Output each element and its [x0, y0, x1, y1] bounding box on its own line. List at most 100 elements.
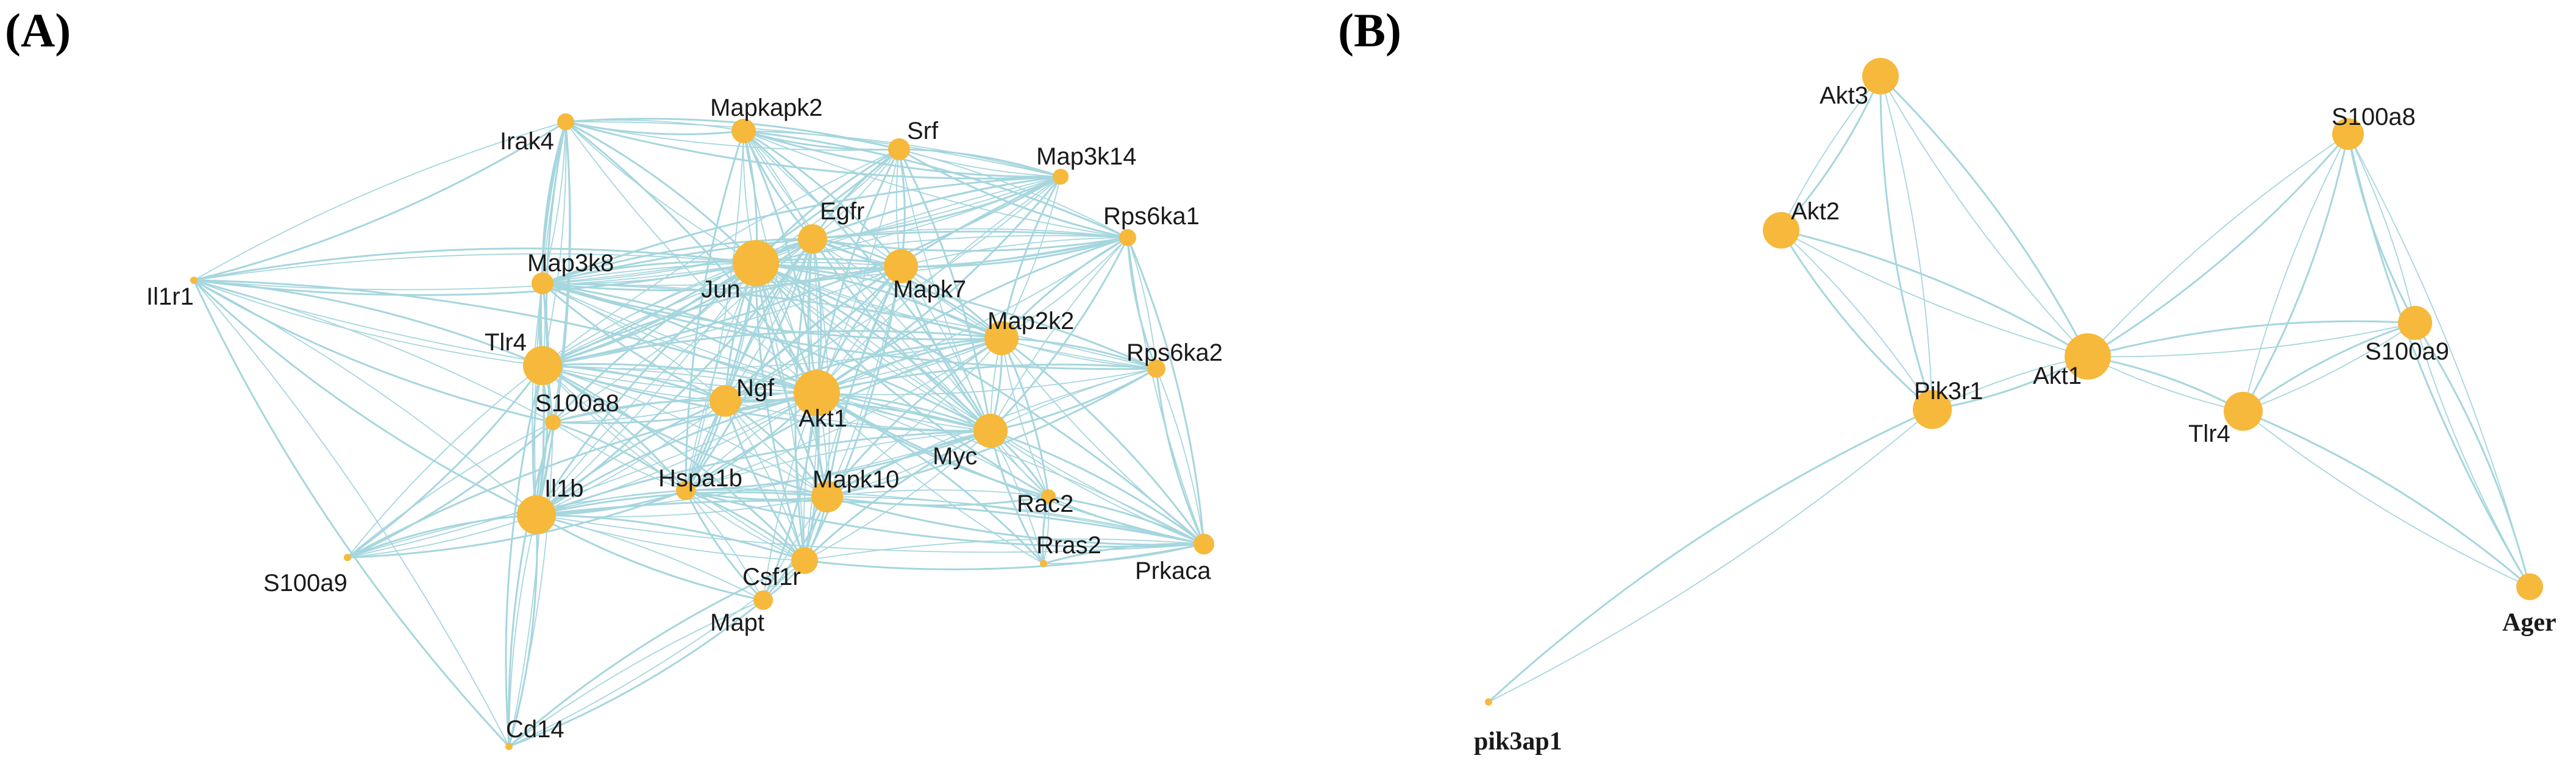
panel-a-node-prkaca [1194, 534, 1214, 554]
panel-a-edge-akt1-mapt [763, 392, 817, 601]
panel-a-edge-mapk7-map3k8 [541, 265, 902, 292]
panel-a-edges [193, 118, 1205, 748]
panel-a-edge-srf-jun [755, 149, 900, 264]
panel-a-edge-map3k14-map3k8 [541, 175, 1062, 285]
panel-a-node-il1b [517, 495, 556, 534]
panel-b-label-akt3: Akt3 [1820, 82, 1868, 109]
panel-a-node-il1r1 [190, 277, 197, 284]
panel-a-edge-s100a8-hspa1b [552, 421, 687, 492]
panel-a-edge-map2k2-akt1 [816, 337, 1003, 394]
panel-a-edge-myc-csf1r [804, 430, 991, 561]
panel-a-edge-il1b-mapt [535, 514, 764, 601]
panel-a-edge-myc-prkaca [990, 430, 1204, 545]
panel-a-node-s100a8 [545, 414, 561, 430]
panel-a-edge-il1r1-tlr4 [193, 280, 543, 366]
panel-b-node-pik3r1 [1913, 390, 1952, 429]
panel-a-edge-hspa1b-csf1r [685, 489, 806, 562]
panel-a-edge-tlr4-map2k2 [541, 330, 1003, 367]
panel-a-edge-map2k2-ngf [724, 337, 1003, 402]
panel-a-edge-map3k8-rps6ka2 [541, 282, 1158, 370]
panel-a-edge-irak4-il1r1 [193, 121, 567, 282]
panel-a-edge-s100a8-cd14 [507, 421, 554, 748]
panel-a-edge-il1r1-il1b [193, 279, 538, 516]
panel-a-edge-myc-rras2 [989, 430, 1045, 565]
panel-a-edge-mapk7-ngf [725, 266, 902, 402]
panel-a-edge-rps6ka1-rps6ka2 [1126, 236, 1158, 370]
panel-a-node-rras2 [1040, 560, 1047, 567]
panel-a-edge-map3k14-map2k2 [1000, 175, 1062, 339]
panel-a-label-tlr4: Tlr4 [485, 329, 527, 356]
panel-a-node-akt1 [794, 370, 840, 416]
panel-a-edge-srf-jun [755, 148, 900, 264]
panel-a-edge-tlr4-csf1r [542, 365, 805, 561]
panel-b-node-s100a9 [2398, 306, 2432, 340]
panel-a-edge-myc-rras2 [990, 430, 1044, 564]
panel-a-label-cd14: Cd14 [506, 716, 564, 743]
panel-a-edge-akt1-prkaca [816, 392, 1204, 545]
panel-a-edge-jun-hspa1b [685, 263, 756, 491]
panel-a-edge-tlr4-map2k2 [542, 338, 1002, 370]
panel-a-edge-il1b-mapt [536, 514, 764, 601]
panel-a-edge-hspa1b-mapk10 [685, 488, 828, 497]
panel-a-edge-map3k14-ngf [725, 176, 1061, 402]
panel-a-node-irak4 [557, 113, 574, 130]
panel-a-edge-jun-s100a8 [552, 263, 756, 423]
panel-a-label-rps6ka2: Rps6ka2 [1126, 339, 1223, 366]
panel-a-node-rps6ka1 [1119, 229, 1136, 246]
panel-a-edge-akt1-prkaca [816, 392, 1205, 545]
panel-a-label-il1r1: Il1r1 [146, 283, 194, 310]
panel-a-edge-ngf-myc [724, 398, 992, 432]
panel-a-label-myc: Myc [933, 443, 977, 470]
panel-a-edge-rps6ka2-prkaca [1156, 368, 1204, 545]
panel-a-edge-tlr4-mapk10 [541, 364, 828, 498]
panel-a-edge-myc-il1b [535, 430, 992, 516]
panel-b-edges [1487, 75, 2531, 703]
panel-a-label-map3k8: Map3k8 [527, 250, 614, 277]
panel-a-nodes [190, 113, 1214, 750]
panel-a-label-irak4: Irak4 [500, 128, 554, 155]
panel-a-label-ngf: Ngf [736, 375, 775, 402]
panel-a-edge-hspa1b-csf1r [685, 490, 805, 561]
panel-a-edge-prkaca-hspa1b [685, 489, 1205, 548]
panel-b-node-pik3ap1 [1485, 698, 1492, 706]
panel-b-label-s100a8: S100a8 [2332, 104, 2416, 130]
panel-b-node-akt3 [1862, 58, 1899, 94]
panel-a-edge-il1r1-cd14 [193, 279, 510, 748]
panel-a-edge-rps6ka1-egfr [812, 228, 1128, 239]
panel-a-edge-rac2-prkaca [1047, 495, 1205, 545]
panel-a-edge-irak4-akt1 [565, 121, 817, 394]
panel-a-edge-mapk10-prkaca [827, 496, 1204, 545]
panel-a-edge-mapkapk2-egfr [743, 130, 813, 239]
panel-a-edge-rps6ka1-map2k2 [1001, 237, 1128, 339]
panel-a-edge-ngf-il1b [535, 400, 727, 516]
panel-b-edge-akt1-tlr4 [2087, 355, 2244, 413]
panel-a-node-hspa1b [676, 481, 696, 500]
panel-b-edge-pik3r1-pik3ap1 [1488, 409, 1933, 703]
panel-a-edge-hspa1b-s100a9 [347, 490, 686, 558]
panel-a-edge-il1r1-jun [193, 263, 756, 291]
panel-a-edge-map2k2-rac2 [1001, 338, 1049, 497]
panel-b-edge-akt3-akt2 [1781, 76, 1881, 231]
panel-a-edge-rps6ka1-rps6ka2 [1127, 237, 1157, 369]
panel-a-edge-il1r1-jun [193, 247, 757, 282]
panel-a-edge-mapkapk2-rps6ka1 [742, 130, 1129, 239]
panel-a-edge-akt1-il1b [535, 392, 818, 516]
panel-a-edge-map3k14-map2k2 [1001, 176, 1061, 339]
panel-a-edge-srf-rps6ka1 [898, 148, 1129, 239]
panel-a-node-srf [888, 138, 910, 160]
panel-b-label-akt2: Akt2 [1791, 198, 1840, 225]
panel-a-label: (A) [5, 4, 71, 57]
panel-a-edge-prkaca-hspa1b [685, 489, 1204, 545]
panel-a-node-tlr4 [523, 346, 562, 385]
panel-b-label: (B) [1338, 4, 1401, 57]
panel-a-edge-il1r1-tlr4 [193, 279, 544, 367]
panel-a-edge-jun-rps6ka2 [755, 263, 1157, 369]
panel-a-edge-mapt-cd14 [508, 600, 764, 747]
panel-a-edge-s100a8-hspa1b [552, 422, 686, 491]
panel-a-edge-rps6ka1-prkaca [1127, 237, 1204, 545]
panel-a-edge-akt1-myc [816, 392, 992, 432]
panel-a-edge-tlr4-cd14 [508, 365, 544, 747]
panel-a-edge-rps6ka1-akt1 [816, 236, 1129, 394]
panel-a-edge-mapk10-rac2 [827, 489, 1049, 497]
